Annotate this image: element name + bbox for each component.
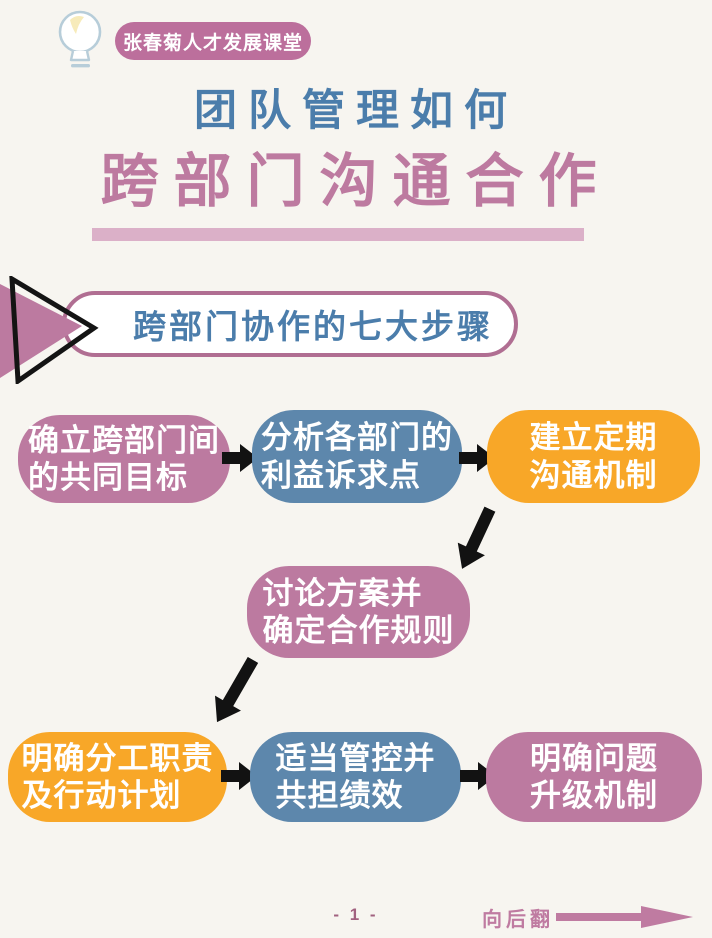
flow-step-4-line-2: 确定合作规则 [262,613,455,648]
flow-step-5-line-1: 明确分工职责 [21,740,214,776]
section-heading-pill: 跨部门协作的七大步骤 [62,291,518,357]
flip-next-arrow-icon [556,906,693,928]
flow-step-2-line-1: 分析各部门的 [261,420,453,456]
flow-step-1-line-2: 的共同目标 [28,460,188,495]
flow-step-7-line-2: 升级机制 [530,778,658,813]
section-heading: 跨部门协作的七大步骤 [133,308,493,345]
flow-arrow-right-icon [222,444,258,472]
flow-step-4: 讨论方案并 确定合作规则 [247,566,470,658]
channel-badge: 张春菊人才发展课堂 [115,22,311,60]
flow-step-1-line-1: 确立跨部门间 [28,422,220,458]
flow-step-2: 分析各部门的 利益诉求点 [252,410,462,503]
flow-step-4-line-1: 讨论方案并 [262,575,423,611]
flow-arrow-right-icon [221,762,257,790]
flip-next-label: 向后翻 [482,909,554,931]
page-title-line-1: 团队管理如何 [194,87,518,135]
section-arrow-icon [0,276,99,384]
flow-step-7: 明确问题 升级机制 [486,732,702,822]
channel-badge-label: 张春菊人才发展课堂 [122,32,303,54]
flow-step-5-line-2: 及行动计划 [21,778,182,813]
flow-step-5: 明确分工职责 及行动计划 [8,732,227,822]
flow-step-3: 建立定期 沟通机制 [487,410,700,503]
page-number: - 1 - [333,905,379,924]
flow-step-2-line-2: 利益诉求点 [261,457,421,493]
page-title-line-2: 跨部门沟通合作 [100,149,612,214]
flow-step-3-line-1: 建立定期 [529,420,658,456]
flow-step-6-line-2: 共担绩效 [275,778,404,813]
flow-arrow-diagonal-icon [215,656,259,723]
flow-step-6: 适当管控并 共担绩效 [250,732,461,822]
flow-step-3-line-2: 沟通机制 [529,457,658,493]
flow-step-1: 确立跨部门间 的共同目标 [18,415,230,503]
flow-step-7-line-1: 明确问题 [530,740,658,776]
flow-arrow-diagonal-icon [457,506,496,569]
flow-arrow-right-icon [459,444,495,472]
title-underline [92,228,584,241]
lightbulb-icon [58,10,102,68]
flow-step-6-line-1: 适当管控并 [275,740,436,776]
